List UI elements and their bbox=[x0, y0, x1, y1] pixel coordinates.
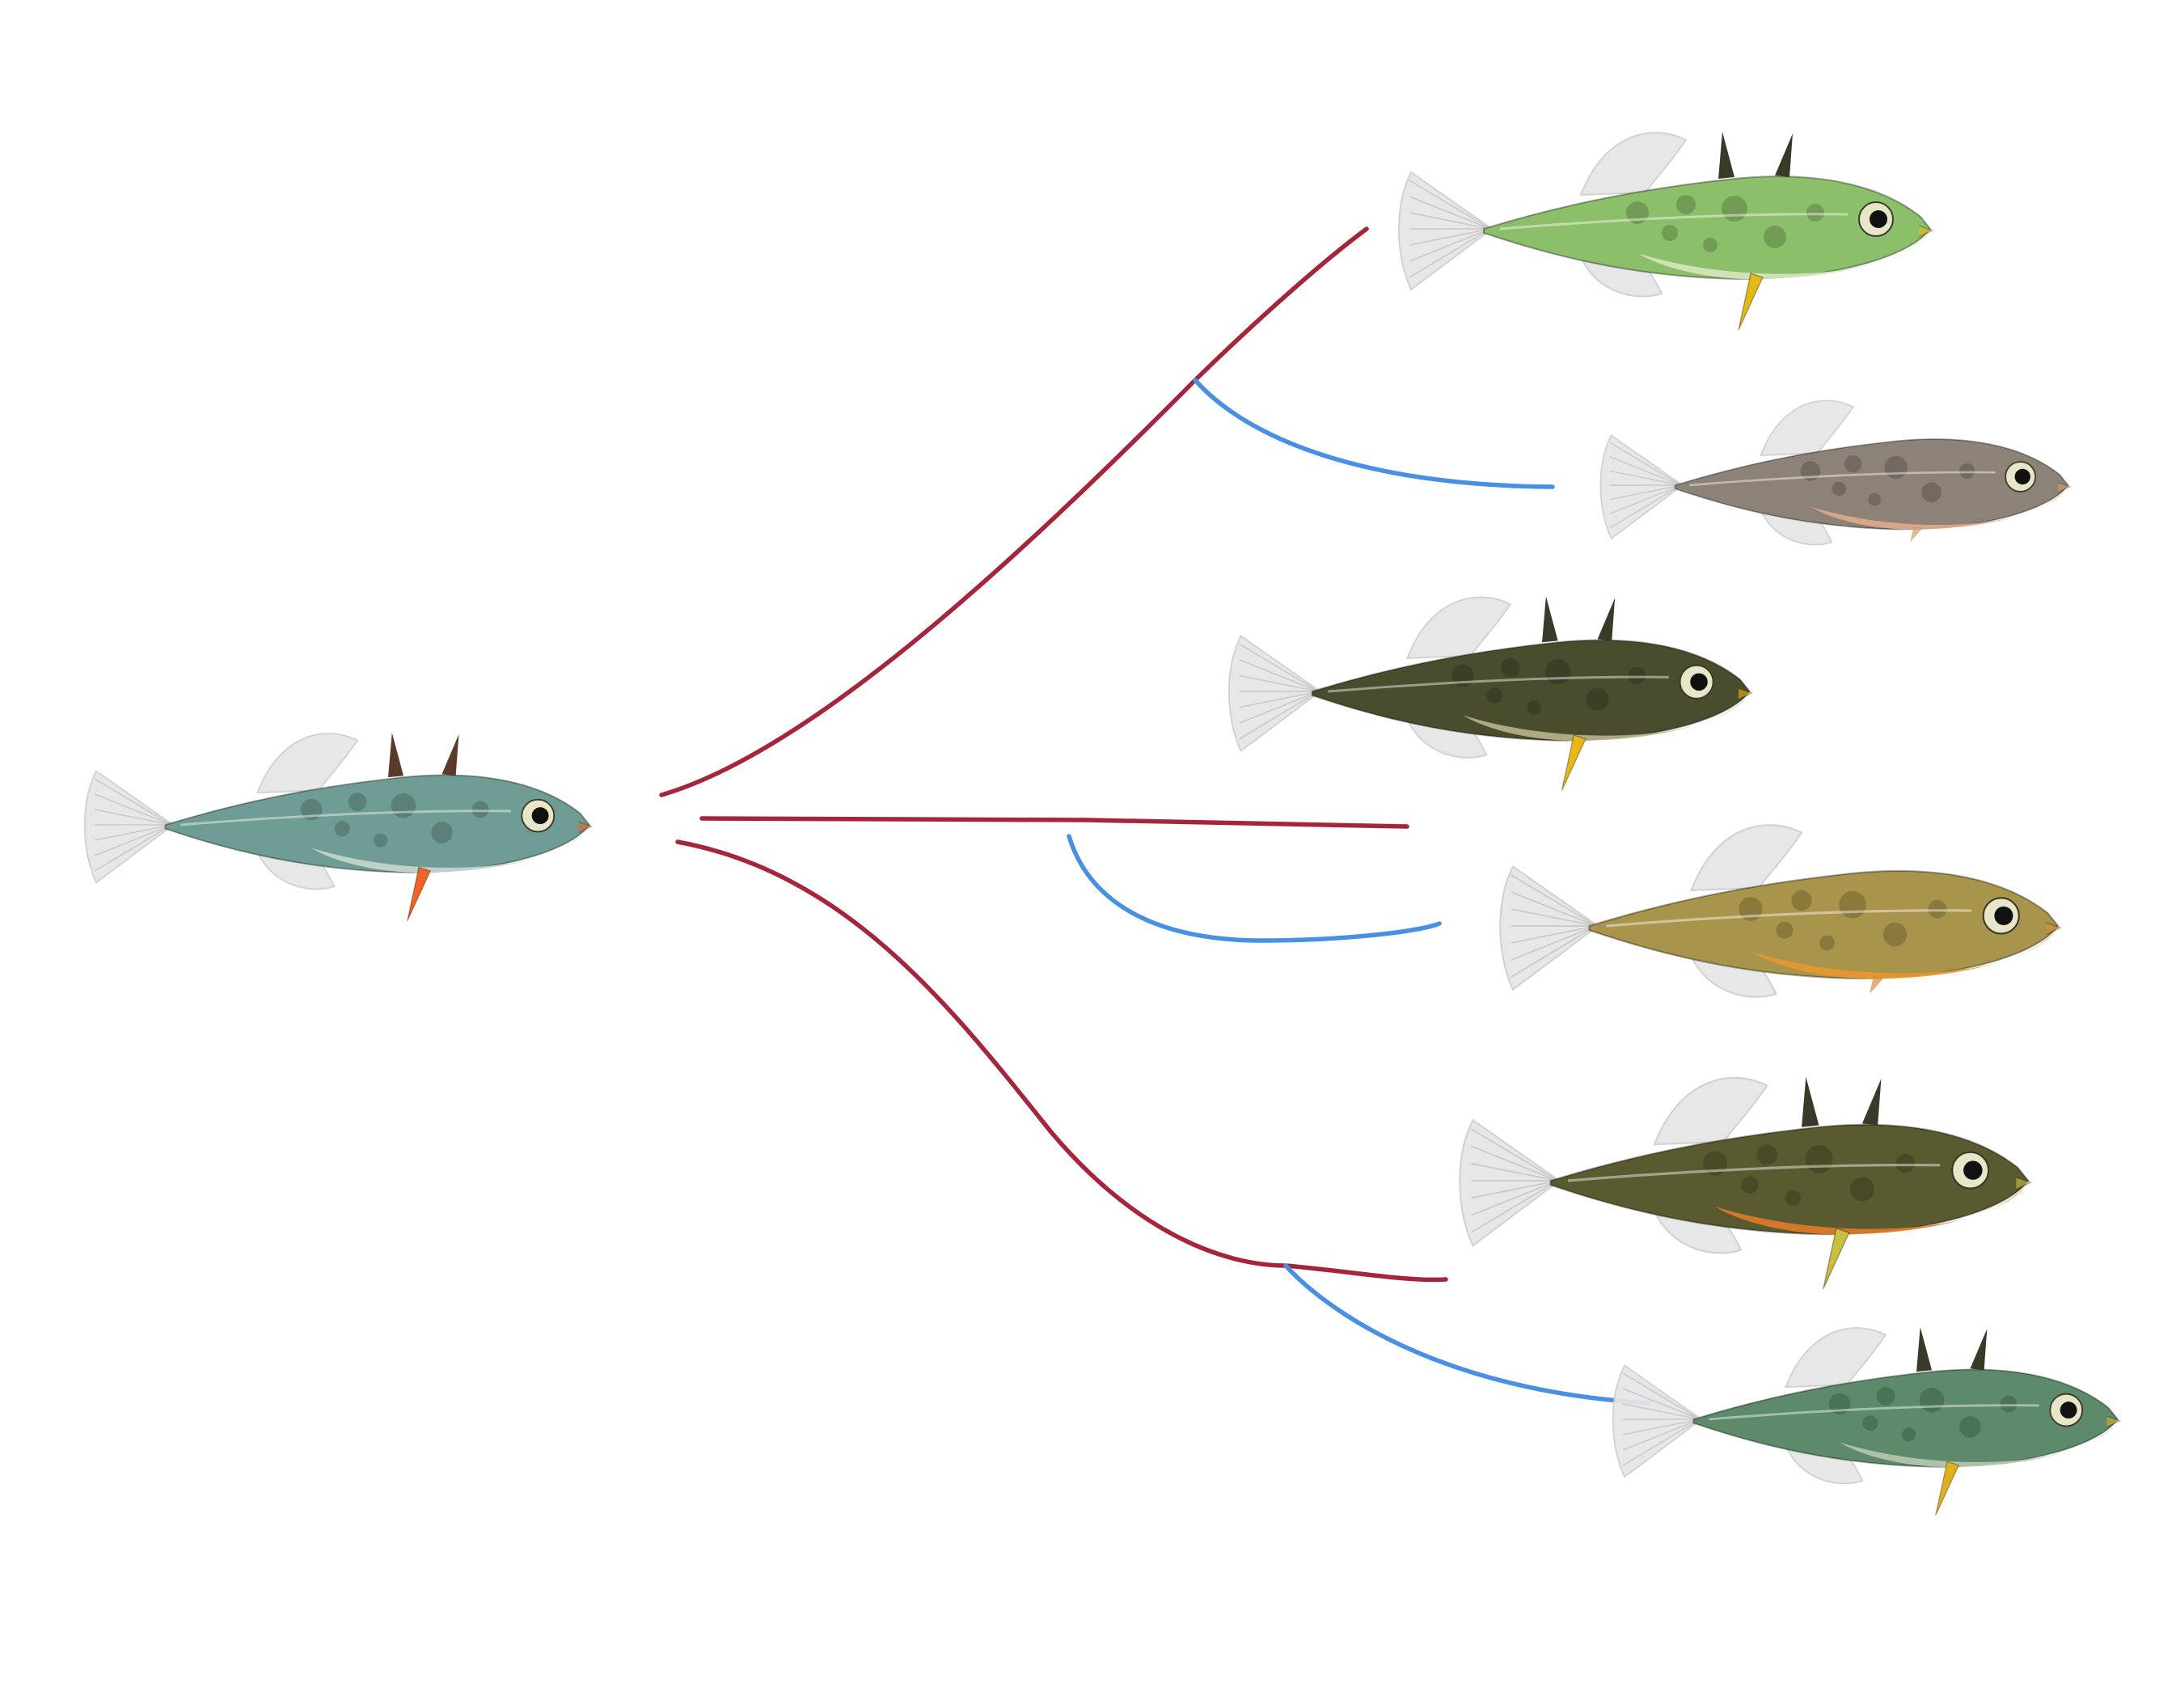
stickleback-fish-icon bbox=[1599, 400, 2072, 546]
fish-belly bbox=[311, 831, 587, 873]
dorsal-spine bbox=[1775, 133, 1793, 177]
dorsal-fin bbox=[1689, 824, 1803, 892]
dorsal-fin bbox=[1653, 1076, 1768, 1146]
fish-body bbox=[1692, 1368, 2119, 1468]
branch-red-middle bbox=[699, 816, 1409, 829]
pelvic-spine bbox=[1738, 273, 1764, 331]
dorsal-spine bbox=[1542, 596, 1558, 643]
dorsal-fin bbox=[1760, 400, 1855, 456]
stickleback-fish-icon bbox=[1398, 132, 1934, 331]
fish-belly bbox=[1463, 697, 1747, 741]
fish-body bbox=[1311, 639, 1751, 742]
fish-body bbox=[1588, 869, 2060, 980]
branch-red-upper bbox=[659, 226, 1369, 797]
dorsal-spine bbox=[388, 733, 404, 778]
stickleback-fish-icon bbox=[1612, 1327, 2122, 1516]
stickleback-fish-icon bbox=[1228, 596, 1754, 791]
fish-body bbox=[1549, 1123, 2030, 1236]
pelvic-spine bbox=[1561, 734, 1587, 791]
dorsal-fin bbox=[1405, 596, 1512, 659]
ancestral-marine-stickleback-icon bbox=[83, 733, 594, 922]
branch-lines bbox=[659, 226, 1652, 1406]
dorsal-spine bbox=[442, 734, 459, 776]
pelvic-spine bbox=[1935, 1461, 1960, 1516]
branch-blue-3 bbox=[1283, 1263, 1652, 1406]
branch-blue-2 bbox=[1067, 834, 1442, 943]
fish-belly bbox=[1637, 235, 1927, 280]
dorsal-fin bbox=[256, 733, 359, 794]
branch-red-lower bbox=[675, 839, 1448, 1283]
pelvic-spine bbox=[1822, 1227, 1850, 1290]
fish-body bbox=[1483, 175, 1932, 281]
dorsal-spine bbox=[1916, 1327, 1932, 1372]
stickleback-fish-icon bbox=[1459, 1076, 2033, 1290]
fish-illustrations bbox=[83, 132, 2122, 1516]
fish-body bbox=[164, 774, 591, 873]
dorsal-fin bbox=[1785, 1327, 1887, 1389]
fish-belly bbox=[1811, 491, 2066, 530]
dorsal-spine bbox=[1802, 1076, 1819, 1127]
dorsal-spine bbox=[1718, 132, 1734, 179]
dorsal-spine bbox=[1970, 1328, 1988, 1371]
stickleback-fish-icon bbox=[1499, 824, 2063, 998]
fish-belly bbox=[1840, 1425, 2115, 1468]
fish-belly bbox=[1751, 932, 2055, 979]
dorsal-spine bbox=[1861, 1078, 1882, 1126]
dorsal-fin bbox=[1579, 132, 1688, 197]
fish-belly bbox=[1715, 1187, 2026, 1235]
dorsal-spine bbox=[1597, 598, 1616, 641]
pelvic-spine bbox=[407, 866, 432, 922]
branch-blue-1 bbox=[1193, 378, 1555, 489]
fish-body bbox=[1674, 438, 2069, 531]
